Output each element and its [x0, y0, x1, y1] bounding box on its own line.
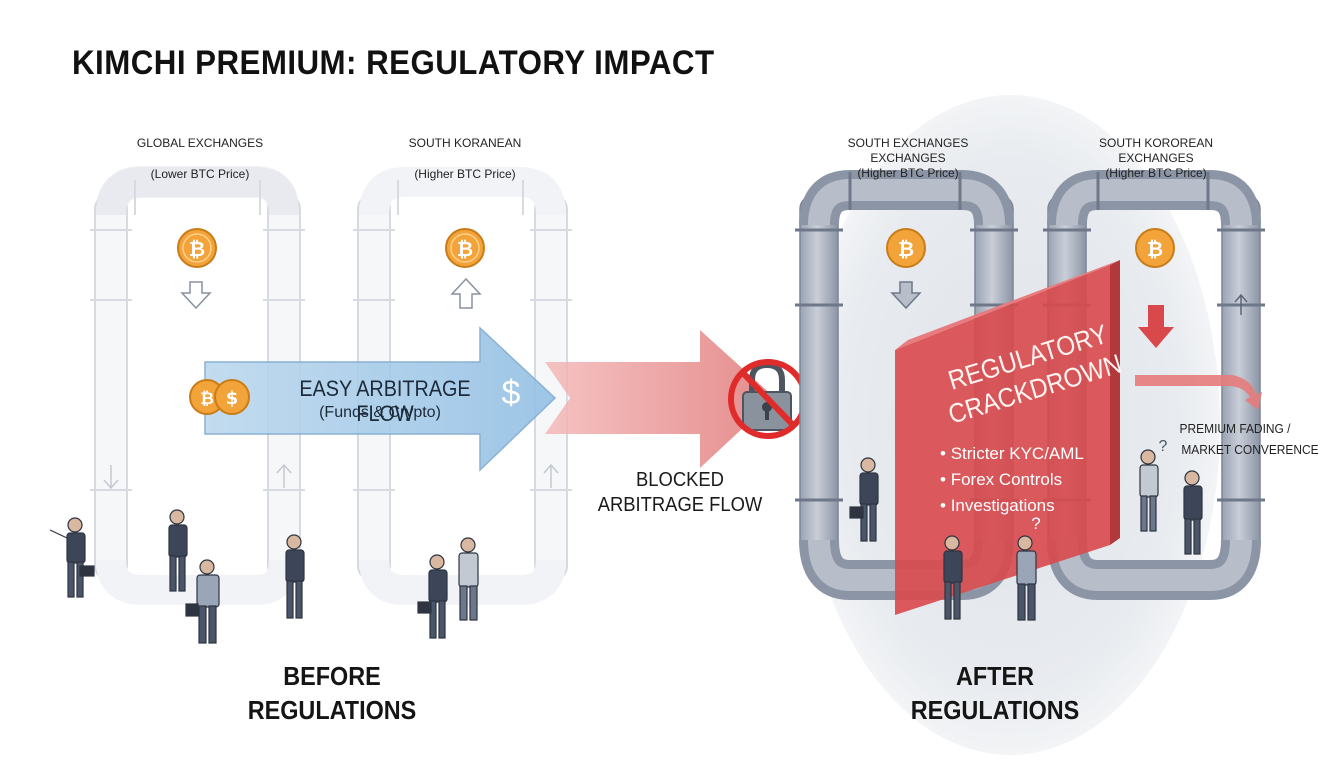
- wall-bullet-forex: Forex Controls: [940, 470, 1062, 490]
- person-figure: [1139, 449, 1159, 532]
- easy-arbitrage-title: EASY ARBITRAGE FLOW: [299, 376, 471, 427]
- premium-fading-label-line2: MARKET CONVERENCE: [1181, 442, 1319, 457]
- before-left-exchange-name: GLOBAL EXCHANGES: [136, 136, 264, 150]
- up-arrow-icon: [450, 277, 482, 309]
- person-figure: [168, 509, 188, 592]
- person-figure: [849, 457, 879, 542]
- blocked-arbitrage-arrow: [545, 330, 775, 468]
- wall-bullet-investigations: Investigations: [940, 496, 1055, 516]
- easy-arbitrage-subtitle: (Funds & Crypto): [319, 404, 441, 421]
- after-caption-line2: REGULATIONS: [910, 695, 1080, 725]
- regulatory-crackdown-wall: [895, 260, 1120, 615]
- premium-fading-label-line1: PREMIUM FADING /: [1179, 421, 1291, 436]
- wall-bullet-kyc: Stricter KYC/AML: [940, 444, 1084, 464]
- person-figure: [458, 537, 479, 621]
- before-left-exchange-price: (Lower BTC Price): [150, 167, 250, 181]
- premium-fading-arrow: [1135, 375, 1262, 410]
- falling-price-arrow-icon: [1138, 305, 1174, 348]
- before-right-exchange-name: SOUTH KORANEAN: [408, 136, 522, 150]
- dollar-icon: $: [501, 374, 521, 412]
- bitcoin-coin-icon: ₿: [886, 228, 926, 268]
- question-mark-icon: ?: [1031, 514, 1041, 533]
- blocked-flow-line2: ARBITRAGE FLOW: [597, 494, 763, 516]
- up-arrow-icon: [1234, 293, 1248, 315]
- people-group: [49, 449, 1203, 644]
- person-figure: [417, 554, 448, 639]
- question-mark-icon: ?: [1158, 438, 1168, 455]
- after-right-exchange-line1: SOUTH KORORЕAN: [1098, 136, 1213, 150]
- before-pipe-flow-arrows: [103, 463, 559, 490]
- page-title: KIMCHI PREMIUM: REGULATORY IMPACT: [72, 44, 715, 82]
- easy-arbitrage-arrow: [204, 326, 557, 472]
- blocked-lock-icon: [728, 359, 808, 439]
- person-figure: [1183, 470, 1203, 555]
- svg-text:₿: ₿: [189, 237, 205, 261]
- svg-text:₿: ₿: [200, 389, 214, 409]
- person-figure: [943, 535, 963, 620]
- person-figure: [49, 517, 95, 598]
- coin-stack-icon: ₿ $: [189, 379, 250, 415]
- down-arrow-icon: [890, 281, 922, 310]
- after-left-exchange-line1: SOUTH EXCHANGES: [847, 136, 969, 150]
- bitcoin-coin-icon: ₿: [1135, 228, 1175, 268]
- before-caption-line2: REGULATIONS: [247, 695, 417, 725]
- after-right-exchange-price: (Higher BTC Price): [1105, 166, 1207, 180]
- after-right-exchange-line2: EXCHANGES: [1118, 151, 1194, 165]
- bitcoin-coin-icon: ₿: [177, 228, 217, 268]
- before-caption-line1: BEFORE: [283, 661, 381, 691]
- before-right-exchange-price: (Higher BTC Price): [414, 167, 516, 181]
- svg-text:₿: ₿: [1147, 237, 1163, 261]
- after-left-exchange-line2: EXCHANGES: [870, 151, 946, 165]
- after-left-exchange-price: (Higher BTC Price): [857, 166, 959, 180]
- blocked-flow-line1: BLOCKED: [636, 469, 724, 491]
- person-figure: [185, 559, 220, 644]
- person-figure: [285, 534, 305, 619]
- svg-text:₿: ₿: [457, 237, 473, 261]
- svg-text:₿: ₿: [898, 237, 914, 261]
- bitcoin-coin-icon: ₿: [445, 228, 485, 268]
- after-caption-line1: AFTER: [955, 661, 1034, 691]
- person-figure: [1016, 535, 1037, 621]
- down-arrow-icon: [180, 281, 212, 310]
- svg-text:$: $: [226, 388, 239, 409]
